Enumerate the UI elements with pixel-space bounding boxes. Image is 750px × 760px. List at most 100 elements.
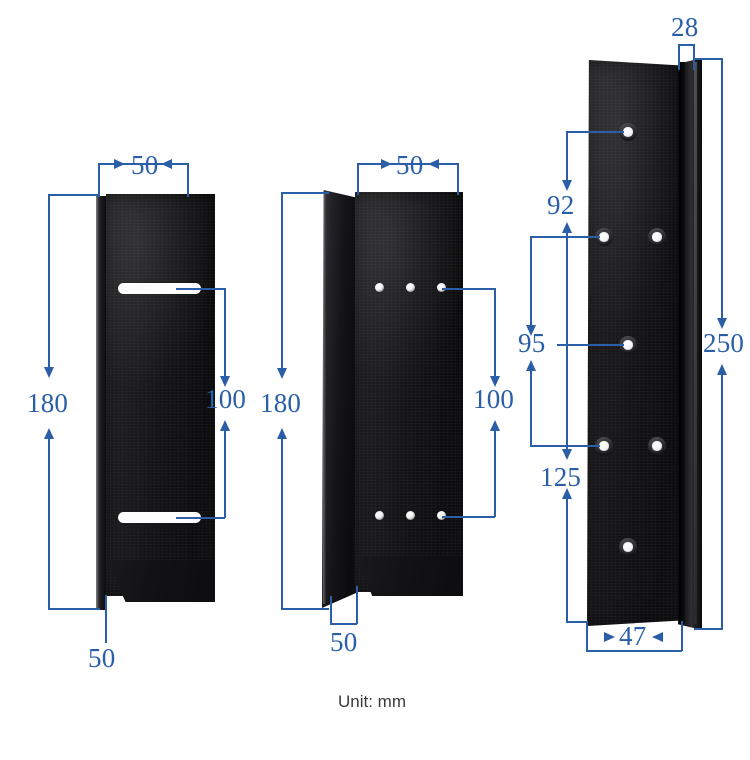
right-dim-height-ext-top [694, 58, 723, 60]
left-dim-width-label: 50 [131, 150, 159, 180]
middle-dim-width-ext-right [457, 163, 459, 195]
middle-bracket-bottom-bevel [355, 556, 463, 596]
right-dim-92-arrow-top [562, 180, 572, 191]
middle-dim-width-arrow-left [381, 159, 392, 169]
right-dim-125-arrow-bottom [562, 488, 572, 499]
middle-dim-spacing-leader-top [442, 288, 495, 290]
right-bracket-hole-middle [619, 336, 637, 354]
right-dim-flange-ext-right [693, 44, 695, 70]
left-dim-width-line [98, 163, 188, 165]
right-dim-height-line-top [721, 58, 723, 321]
right-dim-92-label: 92 [547, 190, 575, 220]
right-dim-95-arrow-top [526, 325, 536, 336]
middle-dim-height-label: 180 [260, 388, 302, 418]
left-dim-height-ext-top [48, 194, 100, 196]
right-dim-width-ext-left [586, 621, 588, 651]
right-dim-92-line-lower [566, 228, 568, 453]
middle-bracket-side-face [322, 190, 360, 608]
right-dim-height-label: 250 [703, 328, 745, 358]
middle-dim-height-arrow-top [277, 368, 287, 379]
right-dim-95-line-top [530, 236, 532, 328]
right-dim-width-line [586, 650, 682, 652]
right-dim-height-arrow-top [717, 318, 727, 329]
middle-dim-flange-ext-right [356, 586, 358, 624]
right-dim-92-leader [566, 131, 624, 133]
left-dim-width-ext-right [187, 163, 189, 197]
middle-dim-flange-ext-left [330, 596, 332, 624]
middle-bracket-edge-highlight [323, 192, 326, 604]
left-dim-height-arrow-bottom [44, 428, 54, 439]
left-bracket-slot-lower [118, 512, 201, 523]
right-dim-width-arrow-right [652, 632, 663, 642]
right-dim-width-ext-right [681, 621, 683, 651]
middle-dim-height-ext-top [281, 192, 329, 194]
middle-dim-width-arrow-right [428, 159, 439, 169]
right-dim-125-leader-bottom [566, 621, 588, 623]
left-dim-spacing-label: 100 [205, 384, 247, 414]
right-dim-height-ext-bottom [694, 628, 723, 630]
middle-dim-height-ext-bottom [281, 608, 329, 610]
right-dim-95-leader-top [530, 236, 600, 238]
right-dim-height-arrow-bottom [717, 364, 727, 375]
right-dim-95-leader-bottom [530, 445, 600, 447]
right-bracket-hole-row4-right [648, 437, 666, 455]
left-bracket-flange [96, 196, 107, 610]
left-dim-width-arrow-right [161, 159, 172, 169]
left-dim-spacing-arrow-top [220, 376, 230, 387]
right-dim-height-line-bottom [721, 372, 723, 629]
left-dim-width-ext-left [98, 163, 100, 197]
middle-dim-spacing-arrow-bottom [490, 420, 500, 431]
middle-bracket-hole-5 [406, 511, 415, 520]
unit-caption: Unit: mm [338, 692, 406, 711]
right-bracket-inner-groove [679, 62, 685, 624]
right-bracket-hole-row2-right [648, 228, 666, 246]
middle-dim-height-line-bottom [281, 436, 283, 609]
left-dim-spacing-line-bottom [224, 428, 226, 518]
middle-bracket-hole-2 [406, 283, 415, 292]
left-bracket-face [106, 194, 215, 596]
left-dim-flange-label: 50 [88, 643, 116, 673]
left-bracket-flange-highlight [96, 196, 99, 610]
right-bracket-hole-row2-left [595, 228, 613, 246]
left-dim-height-line-top [48, 194, 50, 369]
right-dim-95-leader-middle [557, 344, 624, 346]
left-dim-spacing-line-top [224, 288, 226, 378]
right-bracket-hole-row4-left [595, 437, 613, 455]
right-dim-125-label: 125 [540, 462, 582, 492]
right-dim-92-line [566, 131, 568, 183]
right-dim-flange-ext-left [678, 44, 680, 70]
middle-dim-spacing-arrow-top [490, 376, 500, 387]
right-bracket-hole-top [619, 123, 637, 141]
middle-bracket-face [355, 192, 463, 592]
middle-dim-flange-label: 50 [330, 627, 358, 657]
left-bracket-bottom-bevel [106, 560, 215, 602]
left-dim-flange-line [105, 595, 107, 643]
right-dim-95-line-bottom [530, 368, 532, 446]
middle-bracket-hole-4 [375, 511, 384, 520]
middle-dim-height-line-top [281, 192, 283, 370]
middle-dim-width-line [357, 163, 458, 165]
middle-dim-height-arrow-bottom [277, 428, 287, 439]
middle-dim-width-label: 50 [396, 150, 424, 180]
right-dim-95-arrow-bottom [526, 360, 536, 371]
right-bracket-face [587, 60, 683, 626]
middle-bracket-hole-6 [437, 511, 446, 520]
left-dim-height-arrow-top [44, 367, 54, 378]
left-dim-height-line-bottom [48, 436, 50, 609]
middle-dim-spacing-leader-bottom [442, 516, 495, 518]
right-dim-95-label: 95 [518, 328, 546, 358]
left-dim-width-arrow-left [114, 159, 125, 169]
middle-bracket-hole-1 [375, 283, 384, 292]
right-dim-125-line-bottom [566, 494, 568, 622]
middle-dim-flange-line [330, 623, 357, 625]
middle-dim-spacing-label: 100 [473, 384, 515, 414]
middle-dim-spacing-line-bottom [494, 428, 496, 517]
middle-dim-spacing-line-top [494, 288, 496, 378]
right-dim-flange-line [678, 44, 694, 46]
left-dim-spacing-leader-bottom [176, 517, 225, 519]
right-dim-width-arrow-left [604, 632, 615, 642]
left-dim-height-ext-bottom [48, 608, 100, 610]
middle-dim-width-ext-left [357, 163, 359, 195]
right-dim-92-arrow-bottom [562, 222, 572, 233]
